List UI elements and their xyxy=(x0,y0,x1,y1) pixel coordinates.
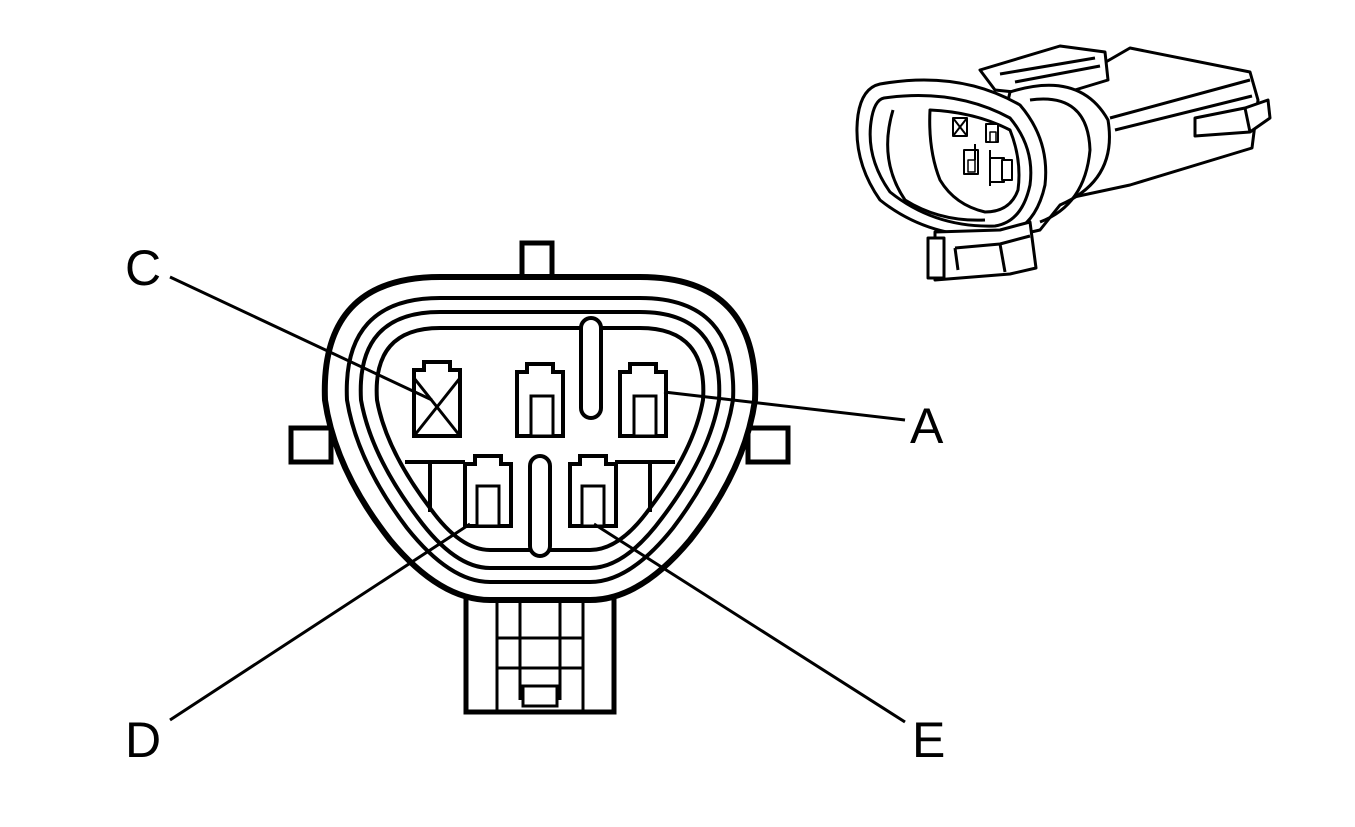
leader-line-d xyxy=(169,522,471,722)
connector-face-view xyxy=(288,240,791,715)
bottom-lock-block xyxy=(463,589,617,715)
lower-polarizing-rib xyxy=(528,454,552,558)
cavity-a xyxy=(618,362,668,438)
outer-shell xyxy=(321,274,759,603)
top-clip xyxy=(978,44,1110,98)
leader-line-c xyxy=(169,275,433,402)
cavity-top-center xyxy=(515,362,565,438)
inner-cavity xyxy=(374,326,706,552)
cavity-d xyxy=(463,454,513,528)
pin-label-e: E xyxy=(912,712,945,768)
seal-ring-outer xyxy=(344,296,736,584)
connector-isometric-view xyxy=(855,44,1272,282)
front-shell-inner xyxy=(868,94,1033,228)
right-side-tab xyxy=(745,425,791,465)
leader-line-e xyxy=(593,522,906,724)
cavity-c-plugged xyxy=(412,360,462,438)
pin-label-d: D xyxy=(125,712,161,768)
bottom-lock xyxy=(933,220,1038,282)
seal-ring-middle xyxy=(358,310,722,570)
pin-label-c: C xyxy=(125,240,161,296)
left-side-tab xyxy=(288,425,334,465)
pin-label-a: A xyxy=(910,398,944,454)
upper-polarizing-rib xyxy=(579,316,603,420)
cavity-e xyxy=(568,454,618,528)
leader-line-a xyxy=(663,390,906,422)
leader-lines xyxy=(169,275,906,724)
